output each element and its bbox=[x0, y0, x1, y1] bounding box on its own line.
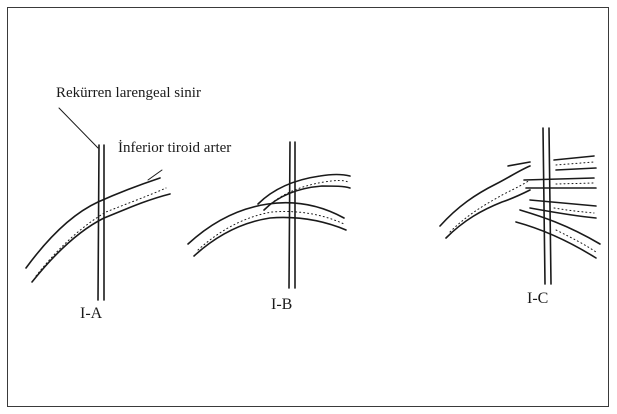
variant-label-ib: I-B bbox=[271, 296, 292, 314]
ia-recurrent-laryngeal-nerve bbox=[98, 145, 104, 300]
ic-artery-trunk bbox=[440, 166, 530, 238]
variant-label-ia: I-A bbox=[80, 305, 102, 323]
variant-label-ic: I-C bbox=[527, 290, 548, 308]
ic-artery-branches bbox=[508, 156, 600, 258]
nerve-leader-line bbox=[59, 108, 98, 148]
nerve-label: Rekürren larengeal sinir bbox=[56, 85, 201, 102]
ib-recurrent-laryngeal-nerve bbox=[289, 142, 295, 288]
variant-ic-drawing bbox=[440, 128, 600, 284]
variant-ib-drawing bbox=[188, 142, 350, 288]
artery-label: İnferior tiroid arter bbox=[118, 140, 231, 157]
ib-artery-lower-branch bbox=[188, 203, 346, 256]
variant-ia-drawing bbox=[26, 108, 170, 300]
ic-recurrent-laryngeal-nerve bbox=[543, 128, 551, 284]
